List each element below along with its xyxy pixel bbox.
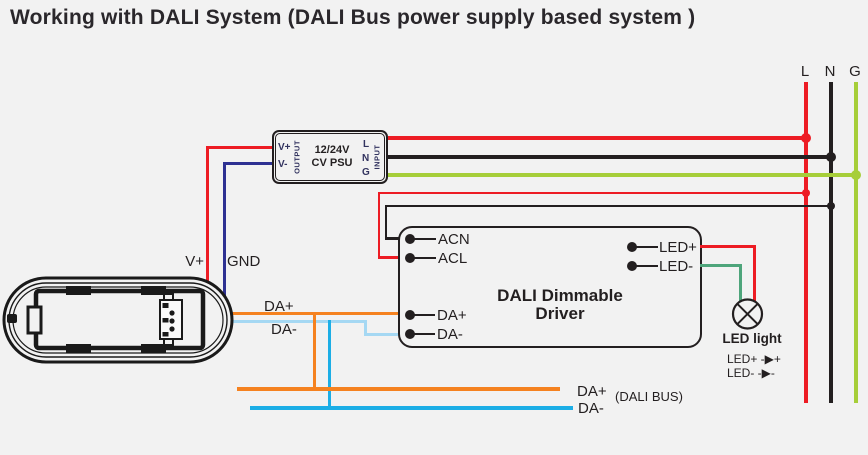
led-note-minus: LED- -▶-	[727, 366, 775, 380]
wire-mains-n	[829, 82, 833, 403]
wire-ledminus-v	[739, 264, 742, 302]
mount-tab	[66, 286, 91, 295]
ledminus-label: LED-	[659, 258, 694, 275]
terminal-daplus	[405, 310, 415, 320]
stub-acn	[414, 238, 436, 240]
connector-pin	[169, 326, 175, 332]
driver-name-line1: DALI Dimmable	[497, 286, 623, 305]
wire-vplus-v	[206, 146, 209, 329]
wire-mains-l	[804, 82, 808, 403]
wire-bus-daminus	[250, 406, 573, 410]
wire-daminus-h2	[364, 333, 412, 336]
connector-pin	[169, 318, 175, 324]
sensor-connector	[159, 293, 183, 346]
stub-daplus	[414, 314, 435, 316]
wire-vplus-h	[206, 146, 272, 149]
side-nub	[7, 314, 17, 323]
wire-gnd-v	[223, 162, 226, 322]
psu-l-label: L	[363, 139, 370, 150]
wire-ledminus-h	[700, 264, 742, 267]
wire-acl-in	[378, 256, 414, 259]
psu-vminus-label: V-	[278, 159, 288, 170]
mount-tab	[66, 344, 91, 353]
wire-daminus-h1	[173, 320, 367, 323]
page-title: Working with DALI System (DALI Bus power…	[10, 6, 696, 29]
lamp-icon	[731, 298, 764, 330]
bus-label: (DALI BUS)	[615, 389, 683, 404]
side-clip	[26, 305, 43, 335]
mount-tab	[141, 286, 166, 295]
stub-ledplus	[636, 246, 658, 248]
terminal-ledminus	[627, 261, 637, 271]
driver-daminus-label: DA-	[437, 326, 463, 343]
mount-tab	[141, 344, 166, 353]
psu-input-label: INPUT	[372, 144, 382, 170]
junction-dot-l	[801, 133, 811, 143]
stub-acl	[414, 257, 436, 259]
driver-daplus-label: DA+	[437, 307, 467, 324]
terminal-acn	[405, 234, 415, 244]
wire-acn-top	[385, 205, 833, 207]
acl-label: ACL	[438, 250, 468, 267]
wire-acn-vert	[385, 205, 387, 239]
dali-sensor-device	[2, 276, 234, 364]
connector-pin	[169, 310, 175, 316]
psu-vplus-label: V+	[278, 142, 291, 153]
gnd-label: GND	[227, 253, 261, 270]
junction-dot-n	[826, 152, 836, 162]
wire-mains-g	[854, 82, 858, 403]
terminal-acl	[405, 253, 415, 263]
wire-bus-daplus	[237, 387, 560, 391]
stub-daminus	[414, 333, 435, 335]
bus-daplus-label: DA+	[577, 383, 607, 400]
wire-psu-n	[388, 155, 833, 159]
terminal-ledplus	[627, 242, 637, 252]
psu-model-line2: CV PSU	[311, 157, 353, 169]
wire-daminus-step	[364, 320, 367, 336]
mains-l-label: L	[800, 63, 810, 80]
wire-acl-top	[378, 192, 808, 194]
wire-daplus-drop	[313, 312, 316, 391]
junction-dot-acn	[827, 202, 835, 210]
psu-model-line1: 12/24V	[314, 144, 350, 156]
mains-g-label: G	[849, 63, 861, 80]
wire-acl-vert	[378, 192, 380, 258]
junction-dot-acl	[802, 189, 810, 197]
stub-ledminus	[636, 265, 658, 267]
wire-psu-g	[388, 173, 858, 177]
bus-daminus-label: DA-	[578, 400, 604, 417]
wire-ledplus-v	[753, 245, 756, 303]
wire-psu-l	[388, 136, 808, 140]
psu-inner-border	[275, 133, 385, 181]
ledplus-label: LED+	[659, 239, 697, 256]
wire-gnd-h	[223, 162, 272, 165]
psu-box: V+ V- OUTPUT 12/24V CV PSU L N G INPUT	[272, 130, 388, 184]
wire-daminus-drop	[328, 320, 331, 410]
terminal-daminus	[405, 329, 415, 339]
led-light-label: LED light	[722, 331, 782, 346]
acn-label: ACN	[438, 231, 470, 248]
driver-name-line2: Driver	[535, 304, 585, 323]
led-note-plus: LED+ -▶+	[727, 352, 781, 366]
psu-n-label: N	[362, 153, 370, 164]
wire-ledplus-h	[700, 245, 756, 248]
wire-daplus-h	[173, 312, 412, 315]
junction-dot-g	[851, 170, 861, 180]
sensor-daplus-label: DA+	[264, 298, 294, 315]
psu-g-label: G	[362, 167, 370, 178]
sensor-daminus-label: DA-	[271, 321, 297, 338]
vplus-label: V+	[185, 253, 204, 270]
mains-n-label: N	[824, 63, 836, 80]
psu-output-label: OUTPUT	[292, 140, 302, 174]
